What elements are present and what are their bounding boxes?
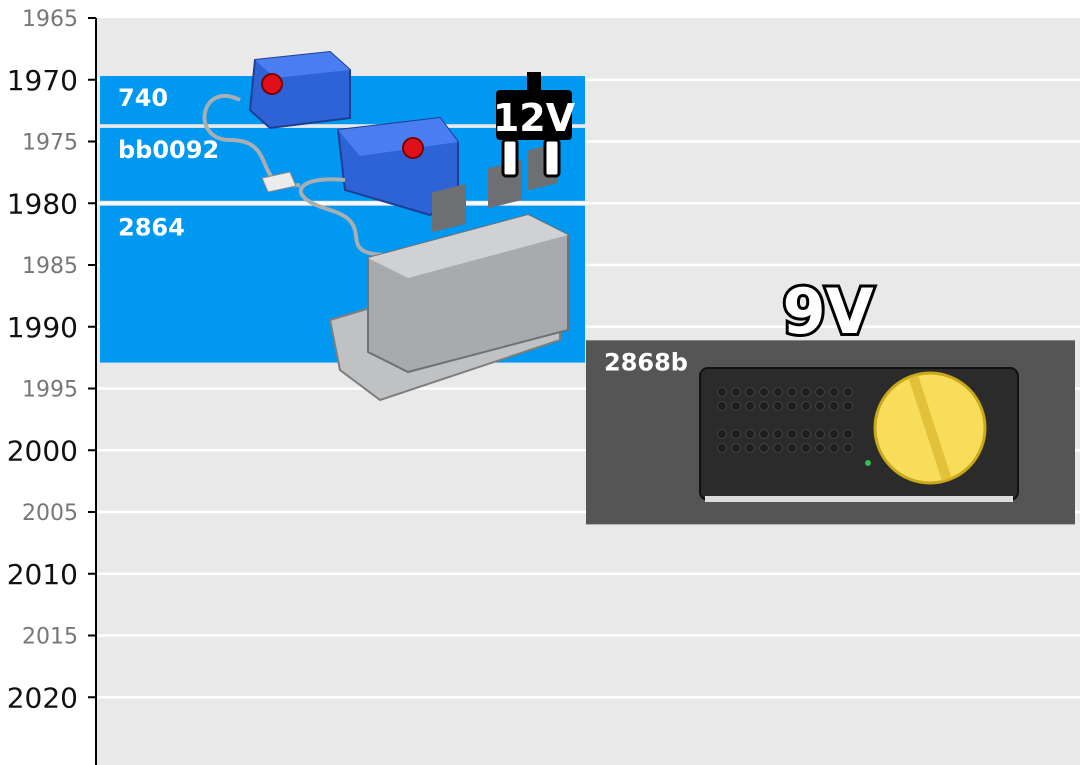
y-tick-label: 2005 <box>22 501 78 526</box>
y-tick-label: 1975 <box>22 131 78 156</box>
bar-label: 740 <box>118 84 168 112</box>
y-tick-label: 1990 <box>7 311 78 344</box>
illustrations <box>202 50 1019 502</box>
power-plug-icon: 12V <box>493 72 576 178</box>
y-axis-ticks: 1965 1970 1975 1980 1985 1990 1995 2000 2005 2010… <box>7 7 96 714</box>
y-tick-label: 2020 <box>7 681 78 714</box>
bar-label: 2868b <box>604 348 688 376</box>
y-tick-label: 1965 <box>22 7 78 32</box>
y-tick-label: 1995 <box>22 378 78 403</box>
y-tick-label: 1970 <box>7 64 78 97</box>
y-tick-label: 1985 <box>22 254 78 279</box>
battery-box-photo-icon <box>328 142 569 402</box>
bar-label: 2864 <box>118 214 185 242</box>
y-tick-label: 1980 <box>7 187 78 220</box>
group-label-12v: 12V <box>493 96 576 140</box>
y-tick-label: 2015 <box>22 625 78 650</box>
speed-regulator-photo-icon <box>699 367 1019 502</box>
y-tick-label: 2010 <box>7 558 78 591</box>
group-labels: 12V 9V <box>493 72 877 351</box>
y-tick-label: 2000 <box>7 434 78 467</box>
grid-lines <box>96 78 1080 699</box>
bar-label: bb0092 <box>118 136 219 164</box>
group-label-9v: 9V <box>782 275 873 348</box>
